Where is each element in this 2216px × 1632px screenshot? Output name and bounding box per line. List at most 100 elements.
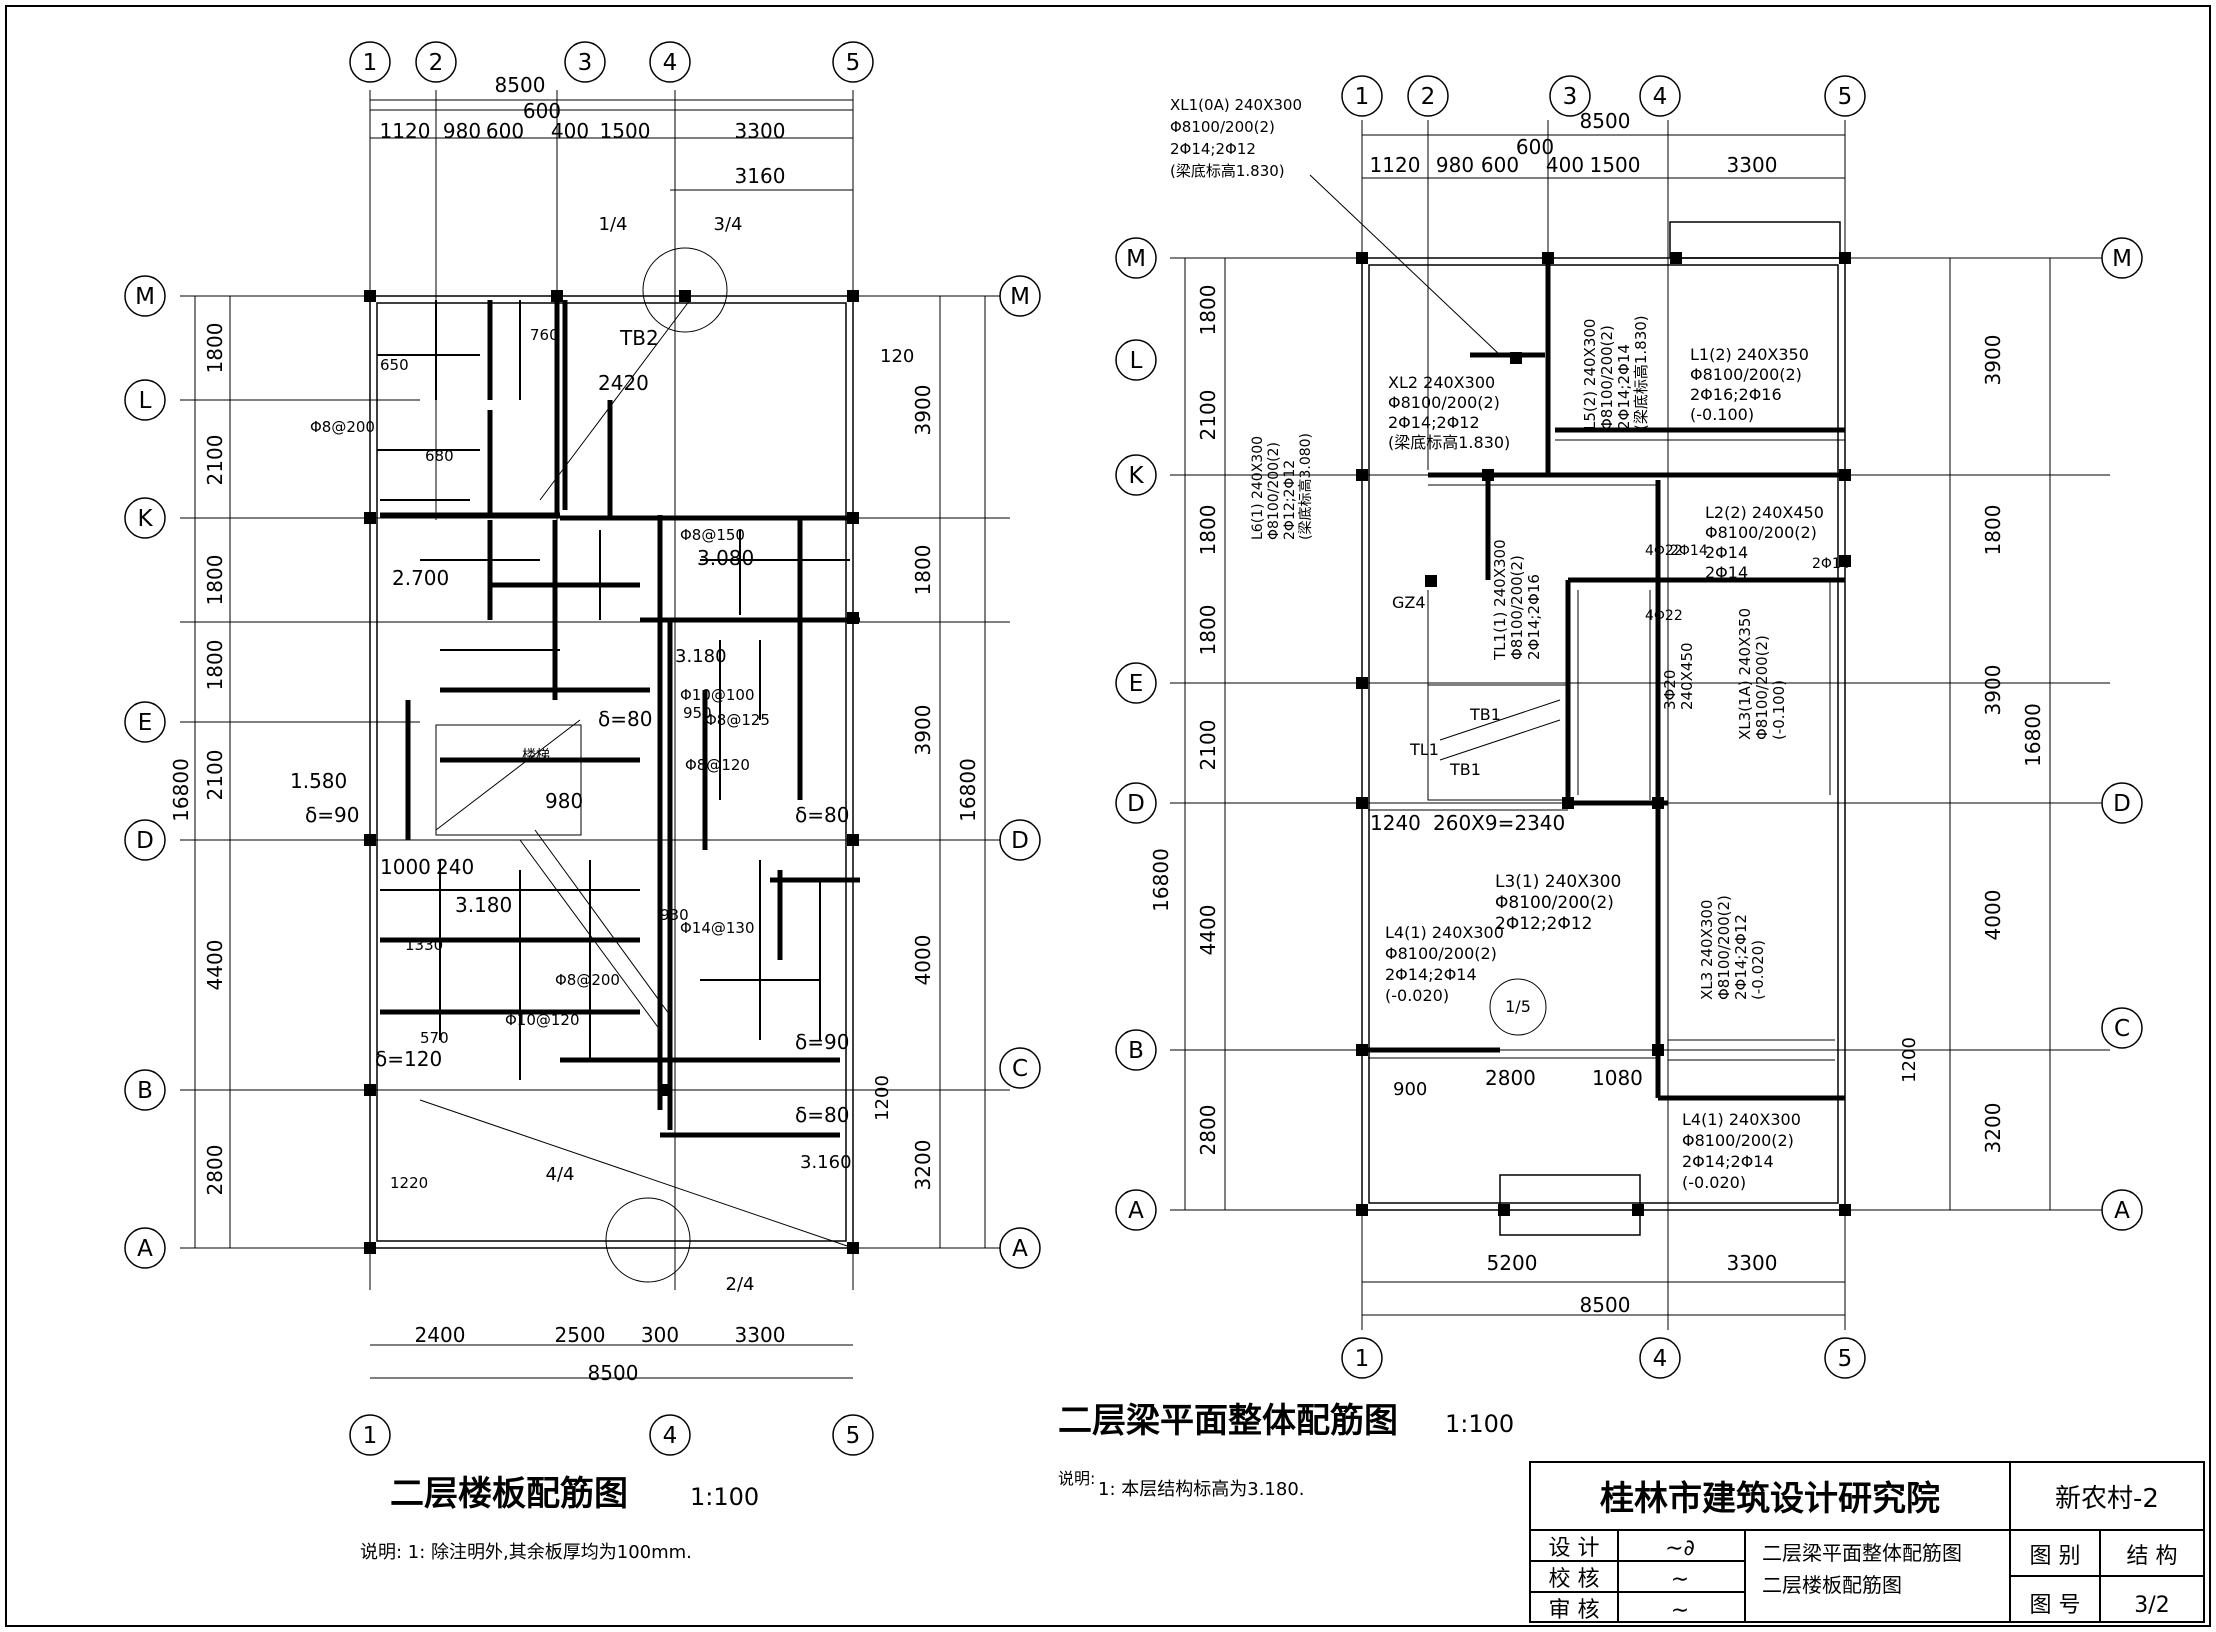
- right-dimension-lines: [1184, 134, 2051, 1316]
- beam-annotation: (梁底标高1.830): [1632, 315, 1650, 430]
- beam-annotation: (-0.100): [1770, 680, 1788, 740]
- drawing-name: 二层楼板配筋图: [1762, 1573, 1902, 1597]
- axis-bubble-top: 2: [1407, 75, 1449, 117]
- plan-label: Φ8@125: [705, 711, 770, 729]
- dimension-text: 3900: [911, 385, 935, 436]
- plan-label: δ=90: [795, 1030, 849, 1054]
- svg-text:M: M: [2112, 246, 2132, 272]
- beam-annotation: Φ8100/200(2): [1388, 393, 1500, 412]
- right-walls: [1361, 221, 1846, 1236]
- plan-label: 2420: [598, 371, 649, 395]
- dimension-text: 3160: [735, 164, 786, 188]
- dimension-text: 3900: [911, 705, 935, 756]
- beam-annotation: 2Φ14;2Φ14: [1385, 965, 1477, 984]
- dimension-text: 980: [1436, 153, 1474, 177]
- title-value: 结 构: [2127, 1544, 2178, 1569]
- signature: ∼: [1671, 1567, 1689, 1592]
- plan-label: 2Φ14: [1812, 556, 1850, 572]
- svg-text:E: E: [1129, 671, 1144, 697]
- beam-annotation: (-0.020): [1682, 1173, 1746, 1192]
- beam-annotation: Φ8100/200(2): [1705, 523, 1817, 542]
- svg-text:3: 3: [1563, 84, 1578, 110]
- svg-text:E: E: [138, 710, 153, 736]
- plan-label: TB1: [1469, 705, 1501, 724]
- dimension-text: 3300: [735, 119, 786, 143]
- title-row-label: 设 计: [1549, 1536, 1600, 1561]
- plan-label: Φ10@100: [680, 686, 755, 704]
- beam-annotation: 2Φ14;2Φ14: [1615, 344, 1633, 430]
- dimension-text: 3300: [1727, 1251, 1778, 1275]
- plan-label: 1.580: [290, 769, 347, 793]
- svg-text:3: 3: [578, 50, 593, 76]
- beam-annotation: 2Φ12;2Φ12: [1495, 914, 1592, 934]
- plan-label: 1220: [390, 1174, 428, 1192]
- dimension-text: 2400: [415, 1323, 466, 1347]
- plan-label: TB2: [619, 326, 659, 350]
- svg-text:A: A: [137, 1236, 153, 1262]
- dimension-text: 1500: [1590, 153, 1641, 177]
- beam-annotation: (-0.100): [1690, 405, 1754, 424]
- svg-text:A: A: [2114, 1198, 2130, 1224]
- axis-bubble-right: D: [999, 819, 1041, 861]
- dimension-text: 2100: [203, 435, 227, 486]
- drawing-note: 1: 本层结构标高为3.180.: [1098, 1479, 1305, 1500]
- title-block: [1529, 1461, 2205, 1623]
- detail-mark: 4/4: [546, 1164, 575, 1185]
- plan-label: δ=80: [598, 707, 652, 731]
- left-walls: [369, 295, 854, 1249]
- axis-bubble-left: A: [124, 1227, 166, 1269]
- signature: ∼: [1671, 1598, 1689, 1623]
- beam-annotation: (-0.020): [1749, 940, 1767, 1000]
- plan-label: 1080: [1592, 1066, 1643, 1090]
- beam-annotation: (梁底标高3.080): [1297, 433, 1314, 540]
- axis-bubble-right: M: [999, 275, 1041, 317]
- plan-label: 1330: [405, 936, 443, 954]
- dimension-text: 400: [1546, 153, 1584, 177]
- beam-annotation: L5(2) 240X300: [1581, 319, 1599, 430]
- dimension-text: 4400: [203, 940, 227, 991]
- beam-annotation: (梁底标高1.830): [1388, 433, 1510, 452]
- dimension-text: 3200: [1981, 1103, 2005, 1154]
- dimension-text: 2100: [1196, 390, 1220, 441]
- dimension-text: 1200: [1899, 1037, 1920, 1083]
- svg-text:M: M: [1010, 284, 1030, 310]
- axis-bubble-right: A: [2101, 1189, 2143, 1231]
- plan-label: δ=80: [795, 803, 849, 827]
- beam-annotation: 2Φ14;2Φ12: [1170, 140, 1256, 158]
- dimension-text: 3900: [1981, 665, 2005, 716]
- dimension-text: 2800: [1196, 1105, 1220, 1156]
- axis-bubble-top: 2: [415, 41, 457, 83]
- svg-text:B: B: [1128, 1038, 1144, 1064]
- dimension-text: 600: [486, 119, 524, 143]
- plan-label: 900: [1393, 1079, 1427, 1100]
- beam-annotation: 2Φ14;2Φ12: [1388, 413, 1480, 432]
- axis-bubble-top: 1: [349, 41, 391, 83]
- beam-annotation: 240X450: [1678, 642, 1696, 710]
- axis-bubble-left: D: [124, 819, 166, 861]
- dimension-text: 3300: [1727, 153, 1778, 177]
- drawing-title: 二层楼板配筋图: [390, 1474, 628, 1514]
- axis-bubble-left: K: [124, 497, 166, 539]
- plan-label: 240: [436, 855, 474, 879]
- svg-text:4: 4: [663, 50, 678, 76]
- axis-bubble-bottom: 4: [649, 1414, 691, 1456]
- svg-text:4: 4: [663, 1423, 678, 1449]
- beam-annotation: Φ8100/200(2): [1715, 895, 1733, 1000]
- plan-label: GZ4: [1392, 593, 1426, 612]
- plan-label: Φ14@130: [680, 919, 755, 937]
- left-columns: [364, 290, 859, 1254]
- dimension-text: 1800: [203, 555, 227, 606]
- svg-text:2: 2: [1421, 84, 1436, 110]
- dimension-text: 1800: [1196, 505, 1220, 556]
- svg-text:L: L: [1130, 348, 1143, 374]
- dimension-text: 300: [641, 1323, 679, 1347]
- plan-label: δ=80: [795, 1103, 849, 1127]
- beam-annotation: Φ8100/200(2): [1508, 555, 1526, 660]
- axis-bubble-top: 1: [1341, 75, 1383, 117]
- beam-annotation: 2Φ14: [1705, 543, 1748, 562]
- dimension-text: 980: [443, 119, 481, 143]
- axis-bubble-bottom: 1: [1341, 1337, 1383, 1379]
- beam-annotation: TL1(1) 240X300: [1491, 539, 1509, 661]
- axis-bubble-left: B: [1115, 1029, 1157, 1071]
- axis-bubble-top: 3: [564, 41, 606, 83]
